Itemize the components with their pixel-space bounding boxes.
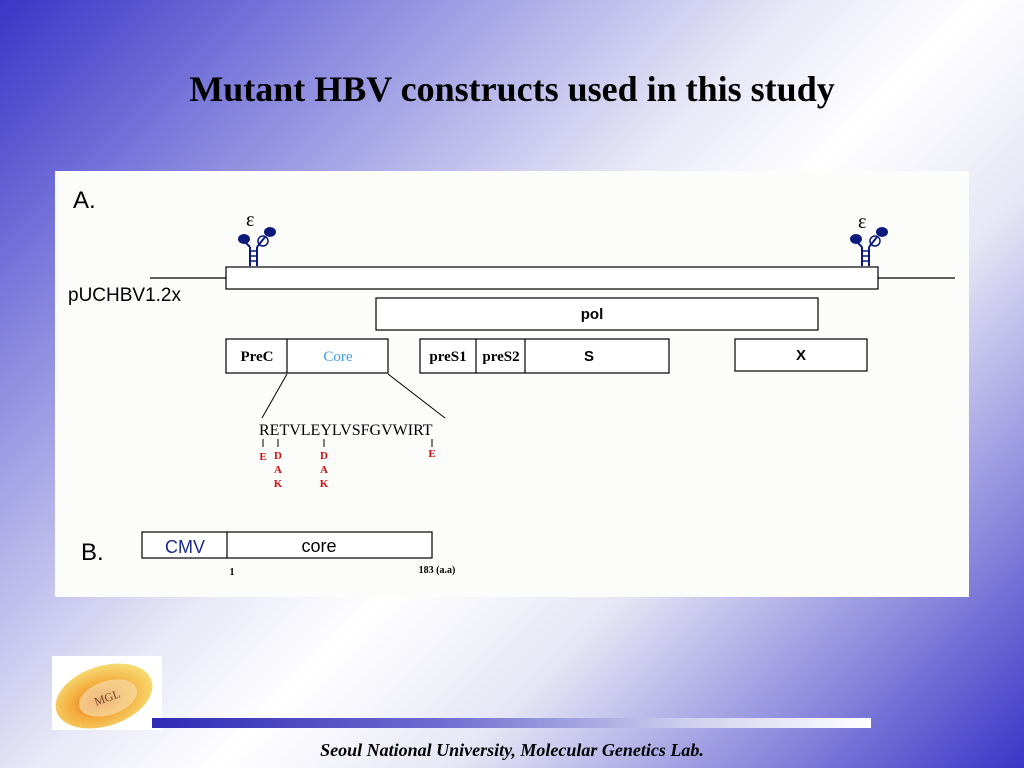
hairpin-right-icon	[850, 227, 888, 266]
mutation-a2: A	[320, 464, 328, 476]
core-b-label: core	[301, 536, 336, 556]
epsilon-left-label: ε	[246, 209, 254, 231]
construct-diagram: A. ε ε	[68, 187, 955, 578]
mutation-ticks	[262, 439, 433, 447]
epsilon-hairpin-right: ε	[850, 211, 888, 266]
construct-name: pUCHBV1.2x	[68, 285, 181, 306]
surface-orf	[419, 338, 670, 374]
diagram-panel: A. ε ε	[55, 171, 969, 597]
pres2-label: preS2	[482, 349, 519, 365]
pol-label: pol	[581, 306, 604, 323]
x-orf	[734, 338, 868, 372]
aa-start: 1	[230, 567, 235, 578]
s-label: S	[584, 348, 594, 365]
cmv-label: CMV	[165, 537, 205, 557]
prec-label: PreC	[240, 349, 273, 365]
mutation-k2: K	[320, 478, 329, 490]
epsilon-hairpin-left: ε	[238, 209, 276, 266]
core-label: Core	[323, 349, 353, 365]
zoom-line-left	[261, 373, 288, 419]
pol-orf	[375, 297, 819, 331]
panel-a-label: A.	[73, 187, 96, 214]
panel-b-label: B.	[81, 539, 104, 566]
mutations: E D A K D A K E	[259, 448, 435, 490]
core-sequence: RETVLEYLVSFGVWIRT	[259, 422, 433, 439]
genome-bar	[225, 266, 879, 290]
aa-end: 183 (a.a)	[419, 565, 456, 576]
mutation-d2: D	[320, 450, 328, 462]
epsilon-right-label: ε	[858, 211, 866, 233]
mutation-k1: K	[274, 478, 283, 490]
hairpin-left-icon	[238, 227, 276, 266]
mutation-a1: A	[274, 464, 282, 476]
footer-text: Seoul National University, Molecular Gen…	[320, 740, 704, 760]
cmv-core-construct	[141, 531, 433, 559]
x-label: X	[796, 347, 806, 364]
precore-core-orf	[225, 338, 389, 374]
zoom-line-right	[387, 373, 446, 419]
pres1-label: preS1	[429, 349, 466, 365]
footer-bar	[152, 718, 871, 728]
mgl-logo: MGL	[52, 656, 162, 730]
mutation-e2: E	[428, 448, 435, 460]
mutation-d1: D	[274, 450, 282, 462]
slide-title: Mutant HBV constructs used in this study	[189, 69, 835, 109]
mutation-e1: E	[259, 451, 266, 463]
